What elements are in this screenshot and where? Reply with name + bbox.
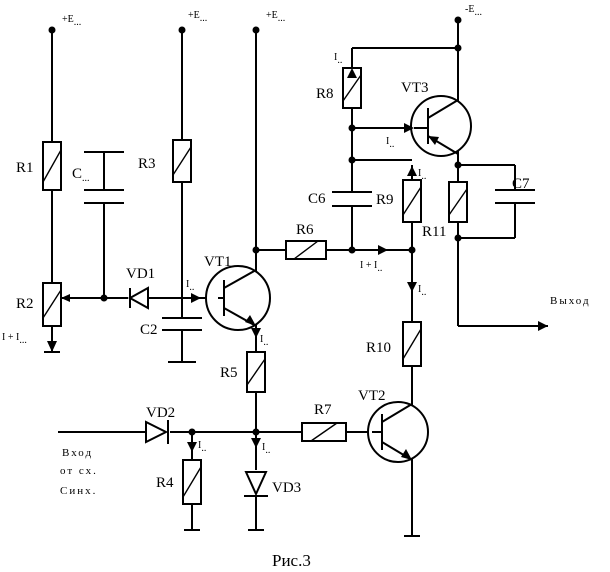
output-label: Выход: [550, 295, 591, 307]
supply-terminal-e1: [48, 26, 56, 34]
resistor-r5: [246, 351, 266, 393]
label-r11: R11: [422, 224, 446, 240]
current-label-r10: I..: [418, 284, 426, 298]
resistor-r11: [448, 181, 468, 223]
label-r5: R5: [220, 365, 238, 381]
current-label-r8: I..: [334, 52, 342, 66]
label-vt2: VT2: [358, 388, 386, 404]
label-c6: C6: [308, 191, 326, 207]
resistor-r1: [42, 141, 62, 191]
resistor-r6: [285, 240, 327, 260]
label-c1: C...: [72, 166, 90, 184]
resistor-r10: [402, 321, 422, 367]
current-label-r2: I + I...: [2, 332, 27, 346]
capacitor-c1: [84, 151, 124, 204]
current-label-r9: I..: [418, 168, 426, 182]
supply-label-e3: +E...: [266, 10, 285, 24]
current-label-r5: I..: [260, 334, 268, 348]
label-r6: R6: [296, 222, 314, 238]
label-vd1: VD1: [126, 266, 155, 282]
diode-vd2: [145, 420, 169, 444]
supply-label-e4: -E...: [465, 4, 482, 18]
current-label-node: I + I..: [360, 260, 382, 274]
label-r8: R8: [316, 86, 334, 102]
current-label-vd1: I..: [186, 279, 194, 293]
resistor-r4: [182, 459, 202, 505]
current-label-r4: I..: [198, 440, 206, 454]
diode-vd1: [127, 286, 149, 310]
transistor-vt3: [410, 95, 472, 157]
transistor-vt2: [367, 401, 429, 463]
label-r7: R7: [314, 402, 332, 418]
resistor-r7: [301, 422, 347, 442]
label-vt1: VT1: [204, 254, 232, 270]
input-label-line1: Вход: [62, 447, 93, 459]
supply-terminal-e2: [178, 26, 186, 34]
label-vd3: VD3: [272, 480, 301, 496]
supply-label-e1: +E...: [62, 14, 81, 28]
label-r1: R1: [16, 160, 34, 176]
label-vd2: VD2: [146, 405, 175, 421]
label-r2: R2: [16, 296, 34, 312]
supply-terminal-e3: [252, 26, 260, 34]
capacitor-c6: [332, 191, 372, 207]
diode-vd3: [244, 471, 268, 497]
supply-label-e2: +E...: [188, 10, 207, 24]
label-c2: C2: [140, 322, 158, 338]
current-arrows: [47, 68, 548, 452]
resistor-r3: [172, 139, 192, 183]
label-vt3: VT3: [401, 80, 429, 96]
current-label-vt3-base: I..: [386, 136, 394, 150]
input-label-line3: Синх.: [60, 485, 97, 497]
resistor-r9: [402, 179, 422, 223]
label-r3: R3: [138, 156, 156, 172]
input-label-line2: от сх.: [60, 465, 98, 477]
transistor-vt1: [205, 265, 271, 331]
label-r9: R9: [376, 192, 394, 208]
label-r10: R10: [366, 340, 391, 356]
label-r4: R4: [156, 475, 174, 491]
figure-caption: Рис.3: [272, 551, 311, 570]
label-c7: C7: [512, 176, 530, 192]
current-label-vd3: I..: [262, 442, 270, 456]
resistor-r2: [42, 282, 70, 327]
capacitor-c7: [495, 189, 535, 204]
junction-dots: [48, 16, 462, 436]
supply-terminal-e4: [454, 16, 462, 24]
